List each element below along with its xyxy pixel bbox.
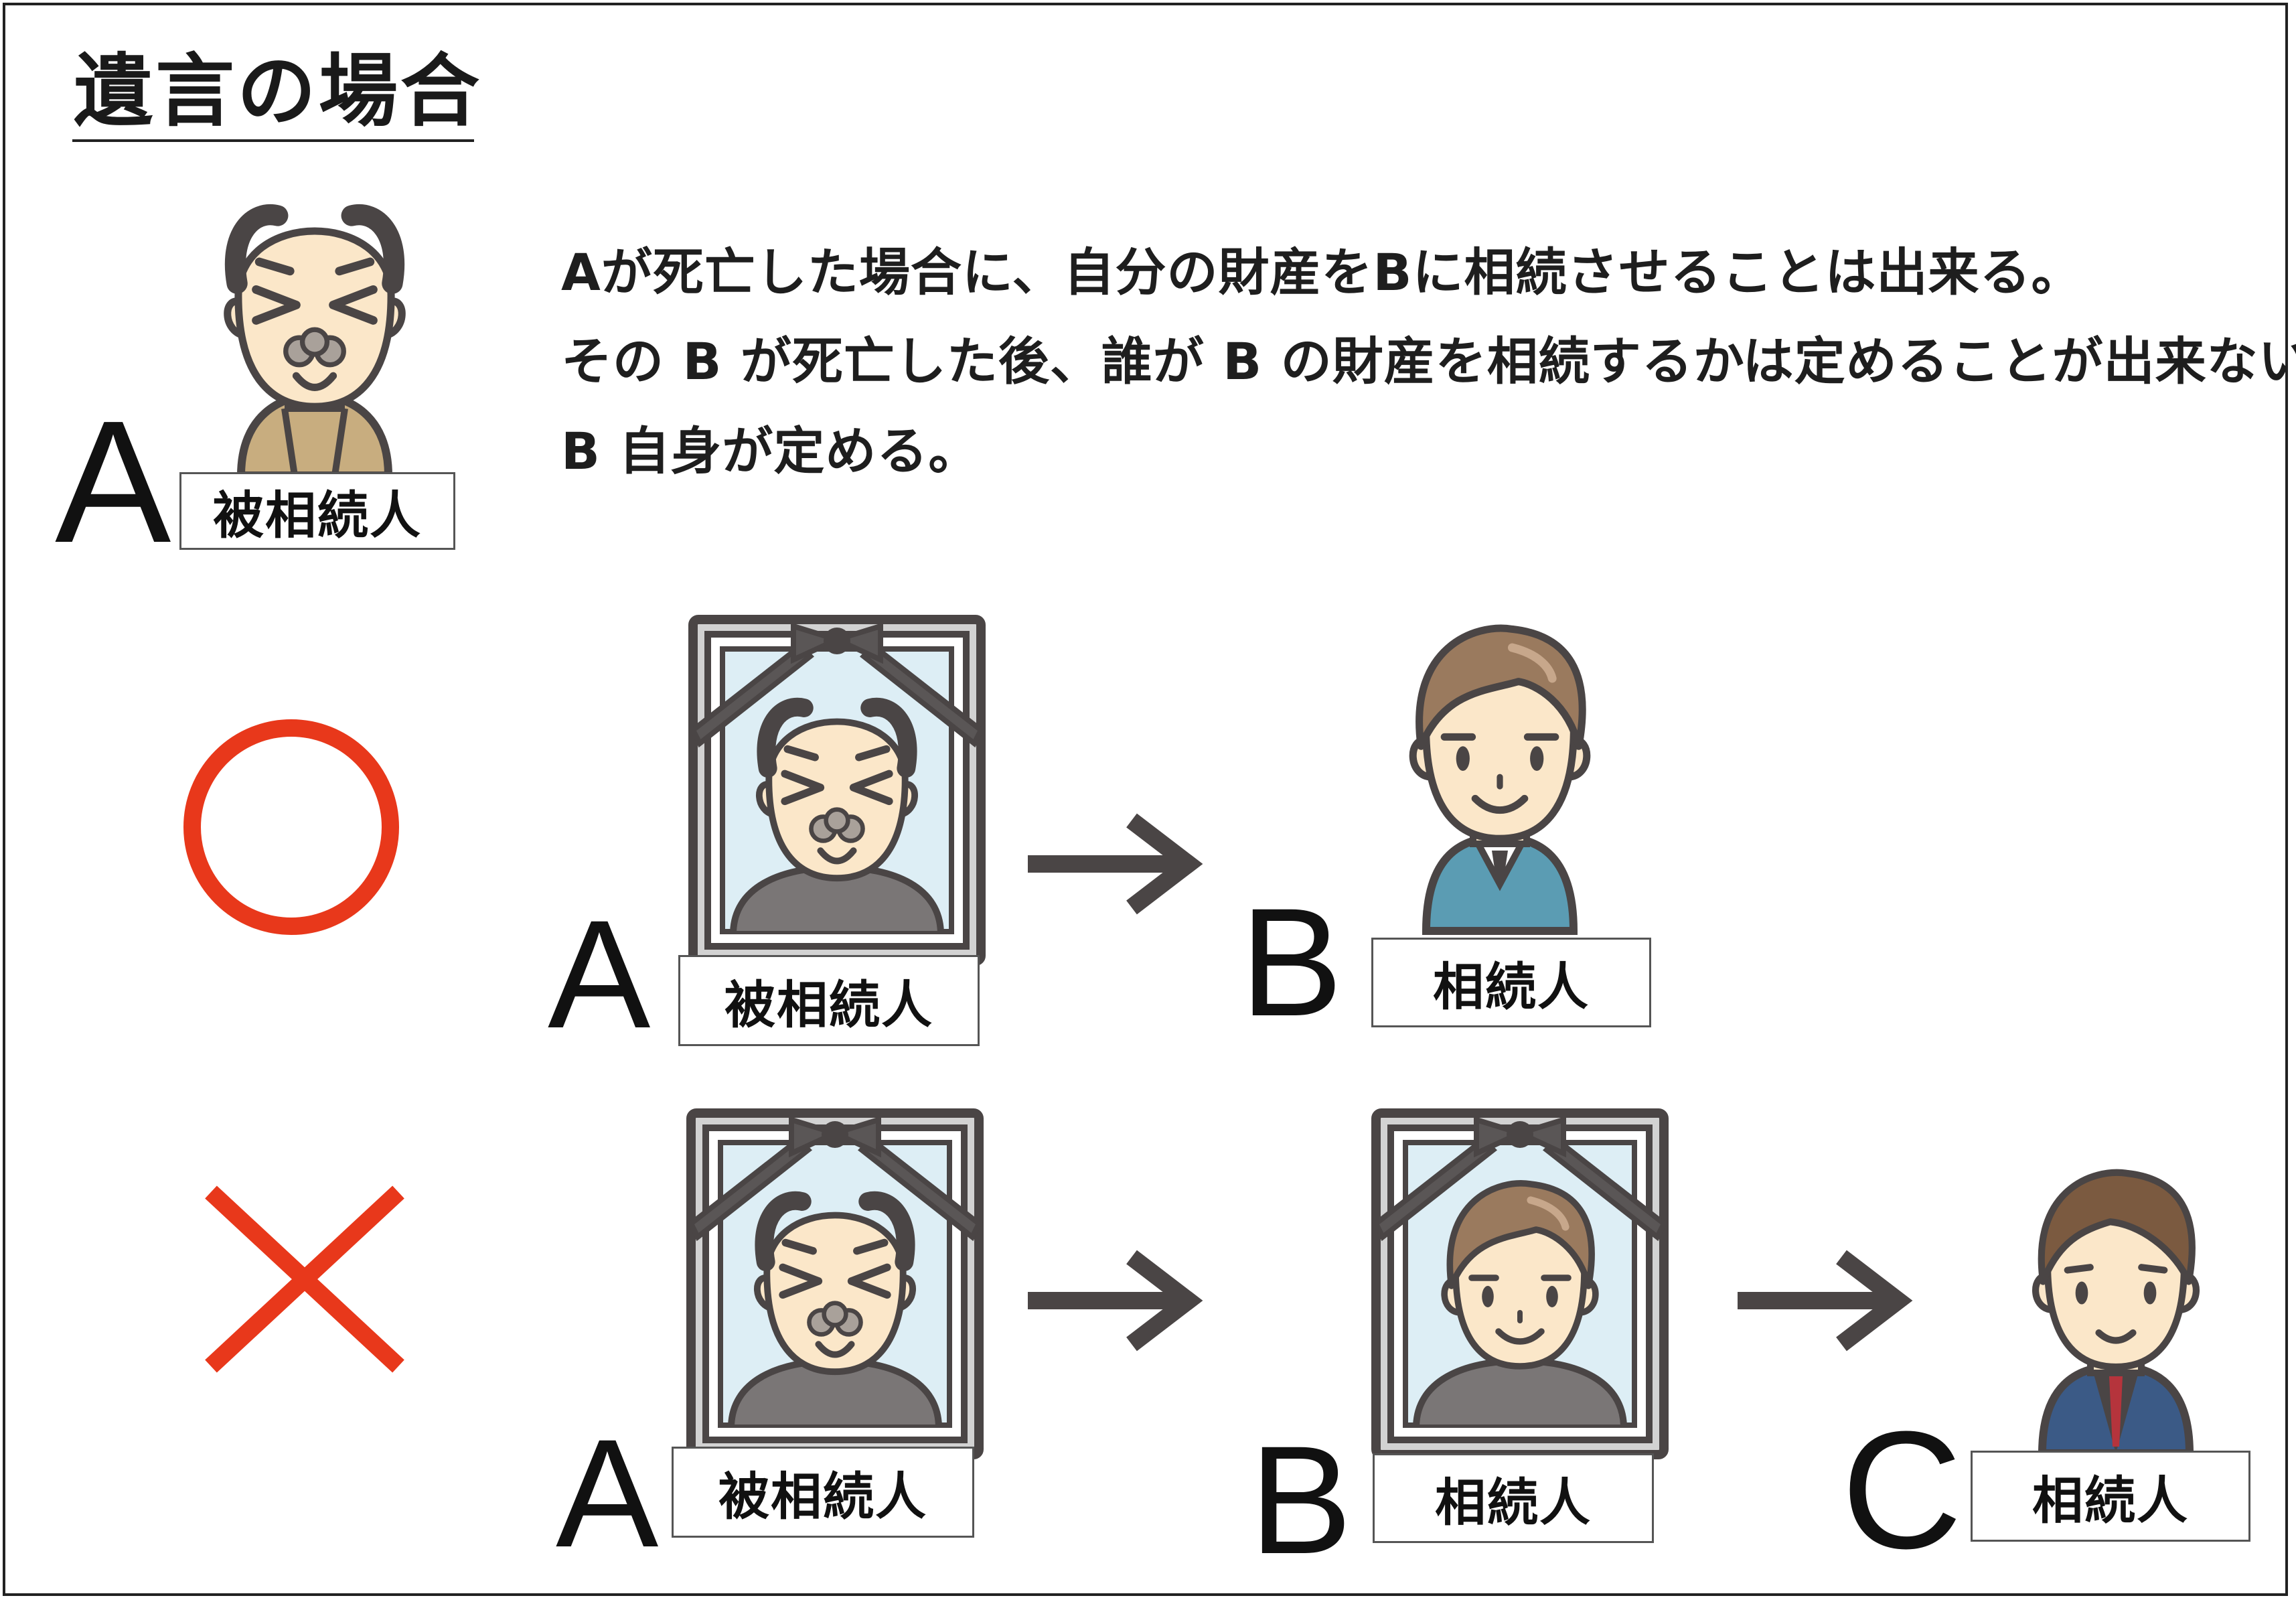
- tag-decedent-ng: 被相続人: [672, 1447, 974, 1538]
- tag-decedent-intro: 被相続人: [179, 472, 455, 550]
- old-man-illustration: [201, 194, 429, 480]
- letter-a-intro: A: [55, 385, 171, 579]
- portrait-a-ng: [684, 1106, 986, 1448]
- portrait-b-ng: [1369, 1106, 1671, 1448]
- arrow-right-icon: [1028, 813, 1203, 915]
- description-line-2: その B が死亡した後、誰が B の財産を相続するかは定めることが出来ない。: [561, 332, 2296, 391]
- title-underline: [72, 139, 474, 142]
- portrait-a-ok: [686, 613, 988, 954]
- page-title: 遺言の場合: [74, 45, 483, 137]
- young-man-c-illustration: [2032, 1169, 2200, 1457]
- diagram-frame: [3, 3, 2288, 1596]
- tag-heir-b-ng: 相続人: [1373, 1453, 1654, 1543]
- letter-b-ng: B: [1249, 1414, 1353, 1586]
- letter-c-ng: C: [1841, 1396, 1963, 1583]
- arrow-right-icon: [1028, 1250, 1203, 1352]
- cross-ng-icon: [205, 1185, 404, 1373]
- letter-b-ok: B: [1240, 876, 1343, 1048]
- description-line-3: B 自身が定める。: [561, 421, 980, 481]
- tag-decedent-ok: 被相続人: [678, 955, 980, 1046]
- arrow-right-icon: [1738, 1250, 1913, 1352]
- circle-ok-icon: [183, 719, 399, 935]
- letter-a-ok: A: [548, 888, 651, 1060]
- letter-a-ng: A: [556, 1407, 659, 1579]
- young-man-b-illustration: [1386, 596, 1614, 935]
- description-line-1: Aが死亡した場合に、自分の財産をBに相続させることは出来る。: [561, 242, 2083, 302]
- tag-heir-c-ng: 相続人: [1971, 1451, 2250, 1542]
- tag-heir-ok: 相続人: [1371, 938, 1651, 1027]
